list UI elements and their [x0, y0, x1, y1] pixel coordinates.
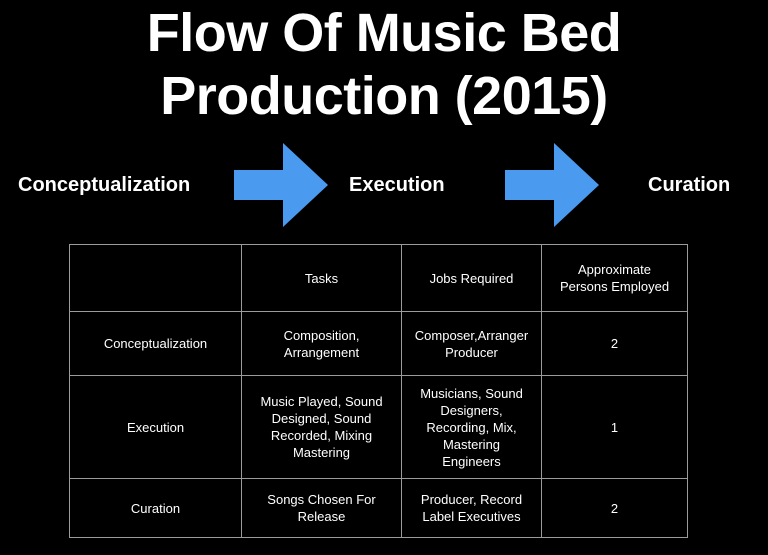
cell-line: Mastering [292, 445, 351, 460]
row-jobs-conceptualization: Composer,Arranger Producer [401, 311, 542, 376]
flow-stage-conceptualization: Conceptualization [18, 173, 191, 196]
page-title: Flow Of Music Bed Production (2015) [0, 2, 768, 128]
cell-line: Songs Chosen For [267, 492, 376, 507]
process-flow: Conceptualization Execution Curation [0, 143, 768, 227]
cell-line: Arrangement [283, 344, 360, 360]
cell-line: Label Executives [422, 509, 521, 524]
table-header-persons-employed: Approximate Persons Employed [541, 244, 688, 312]
row-tasks-execution: Music Played, Sound Designed, Sound Reco… [241, 375, 402, 479]
row-tasks-conceptualization: Composition, Arrangement [241, 311, 402, 376]
row-stage-execution: Execution [69, 375, 242, 479]
cell-line: Musicians, Sound [420, 385, 523, 401]
table-header-corner [69, 244, 242, 312]
right-arrow-icon [234, 143, 328, 227]
cell-line: Producer, Record [420, 492, 523, 507]
table-header-tasks: Tasks [241, 244, 402, 312]
production-table: Tasks Jobs Required Approximate Persons … [69, 244, 688, 538]
cell-line: Recorded, Mixing [270, 428, 373, 443]
row-persons-execution: 1 [541, 375, 688, 479]
cell-line: Mastering [442, 436, 501, 452]
cell-line: Composer,Arranger [414, 327, 529, 343]
row-jobs-execution: Musicians, Sound Designers, Recording, M… [401, 375, 542, 479]
right-arrow-icon [505, 143, 599, 227]
header-persons-line-2: Persons Employed [559, 279, 670, 294]
row-persons-conceptualization: 2 [541, 311, 688, 376]
title-line-2: Production (2015) [160, 66, 608, 126]
row-stage-curation: Curation [69, 478, 242, 538]
cell-line: Producer [445, 344, 498, 360]
flow-stage-curation: Curation [648, 173, 731, 196]
table-row: Curation Songs Chosen For Release Produc… [69, 478, 688, 538]
row-tasks-curation: Songs Chosen For Release [241, 478, 402, 538]
row-jobs-curation: Producer, Record Label Executives [401, 478, 542, 538]
title-line-1: Flow Of Music Bed [146, 3, 622, 63]
cell-line: Music Played, Sound [260, 394, 383, 409]
cell-line: Engineers [442, 453, 501, 469]
header-persons-line-1: Approximate [578, 262, 651, 277]
table-header-jobs-required: Jobs Required [401, 244, 542, 312]
row-persons-curation: 2 [541, 478, 688, 538]
row-stage-conceptualization: Conceptualization [69, 311, 242, 376]
cell-line: Recording, Mix, [426, 419, 517, 435]
table-row: Conceptualization Composition, Arrangeme… [69, 311, 688, 376]
table-header-jobs-required-text: Jobs Required [429, 270, 514, 286]
cell-line: Release [297, 509, 346, 524]
cell-line: Composition, [283, 327, 360, 343]
flow-stage-execution: Execution [349, 173, 445, 196]
cell-line: Designed, Sound [271, 411, 372, 426]
table-header-row: Tasks Jobs Required Approximate Persons … [69, 244, 688, 312]
table-row: Execution Music Played, Sound Designed, … [69, 375, 688, 479]
cell-line: Designers, [440, 402, 503, 418]
